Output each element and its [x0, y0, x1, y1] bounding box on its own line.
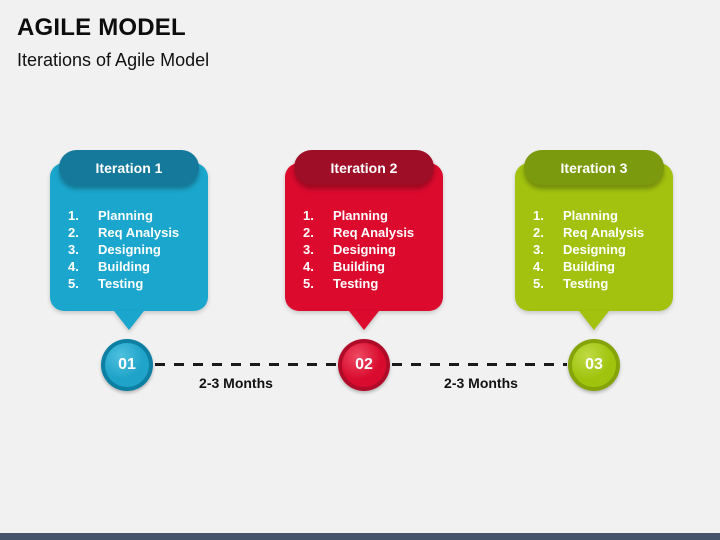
list-item: 4. Building: [303, 258, 414, 275]
step-number: 5.: [303, 276, 314, 291]
list-item: 1. Planning: [303, 207, 414, 224]
step-label: Planning: [98, 208, 153, 223]
steps-list: 1. Planning 2. Req Analysis 3. Designing 4.…: [533, 207, 644, 292]
steps-list: 1. Planning 2. Req Analysis 3. Designing 4.…: [303, 207, 414, 292]
step-label: Testing: [333, 276, 379, 291]
card-body: [515, 163, 673, 311]
step-label: Designing: [333, 242, 396, 257]
step-label: Req Analysis: [333, 225, 415, 240]
step-label: Testing: [563, 276, 609, 291]
list-item: 1. Planning: [68, 207, 179, 224]
card-header: Iteration 1: [59, 150, 199, 185]
card-header: Iteration 3: [524, 150, 664, 185]
step-number: 4.: [68, 259, 79, 274]
timeline-dashed-connector-2: [392, 363, 567, 366]
card-header-label: Iteration 2: [330, 159, 398, 176]
step-label: Planning: [563, 208, 618, 223]
timeline-milestone-01: 01: [101, 339, 153, 391]
step-number: 2.: [68, 225, 79, 240]
list-item: 1. Planning: [533, 207, 644, 224]
list-item: 2. Req Analysis: [303, 224, 414, 241]
step-label: Testing: [98, 276, 144, 291]
step-label: Designing: [563, 242, 626, 257]
iteration-card-1: Iteration 1 1. Planning 2. Req Analysis 3.…: [50, 143, 208, 349]
step-number: 4.: [303, 259, 314, 274]
list-item: 3. Designing: [533, 241, 644, 258]
list-item: 4. Building: [533, 258, 644, 275]
card-header: Iteration 2: [294, 150, 434, 185]
list-item: 3. Designing: [303, 241, 414, 258]
page-subtitle: Iterations of Agile Model: [17, 50, 210, 70]
step-label: Building: [563, 259, 615, 274]
list-item: 4. Building: [68, 258, 179, 275]
step-number: 3.: [533, 242, 544, 257]
timeline-milestone-03: 03: [568, 339, 620, 391]
step-number: 5.: [68, 276, 79, 291]
step-label: Building: [333, 259, 385, 274]
step-number: 1.: [303, 208, 314, 223]
iteration-card-3: Iteration 3 1. Planning 2. Req Analysis 3.…: [515, 143, 673, 349]
step-number: 4.: [533, 259, 544, 274]
timeline-dashed-connector-1: [155, 363, 337, 366]
card-body: [285, 163, 443, 311]
milestone-number: 02: [355, 356, 373, 373]
card-tail-pointer: [349, 311, 379, 330]
list-item: 5. Testing: [303, 275, 414, 292]
card-tail-pointer: [114, 311, 144, 330]
milestone-number: 03: [585, 356, 603, 373]
card-body: [50, 163, 208, 311]
duration-label-2: 2-3 Months: [444, 375, 518, 391]
card-header-label: Iteration 3: [560, 159, 628, 176]
list-item: 2. Req Analysis: [533, 224, 644, 241]
list-item: 5. Testing: [68, 275, 179, 292]
step-label: Planning: [333, 208, 388, 223]
step-number: 1.: [68, 208, 79, 223]
list-item: 3. Designing: [68, 241, 179, 258]
step-number: 2.: [303, 225, 314, 240]
step-label: Req Analysis: [563, 225, 645, 240]
step-label: Req Analysis: [98, 225, 180, 240]
iteration-card-2: Iteration 2 1. Planning 2. Req Analysis 3.…: [285, 143, 443, 349]
steps-list: 1. Planning 2. Req Analysis 3. Designing 4.…: [68, 207, 179, 292]
footer-accent-bar: [0, 533, 720, 540]
milestone-number: 01: [118, 356, 136, 373]
timeline-milestone-02: 02: [338, 339, 390, 391]
step-label: Building: [98, 259, 150, 274]
step-label: Designing: [98, 242, 161, 257]
card-header-label: Iteration 1: [95, 159, 163, 176]
list-item: 2. Req Analysis: [68, 224, 179, 241]
step-number: 1.: [533, 208, 544, 223]
step-number: 2.: [533, 225, 544, 240]
step-number: 3.: [68, 242, 79, 257]
list-item: 5. Testing: [533, 275, 644, 292]
duration-label-1: 2-3 Months: [199, 375, 273, 391]
step-number: 5.: [533, 276, 544, 291]
card-tail-pointer: [579, 311, 609, 330]
page-title: AGILE MODEL: [17, 14, 186, 41]
step-number: 3.: [303, 242, 314, 257]
